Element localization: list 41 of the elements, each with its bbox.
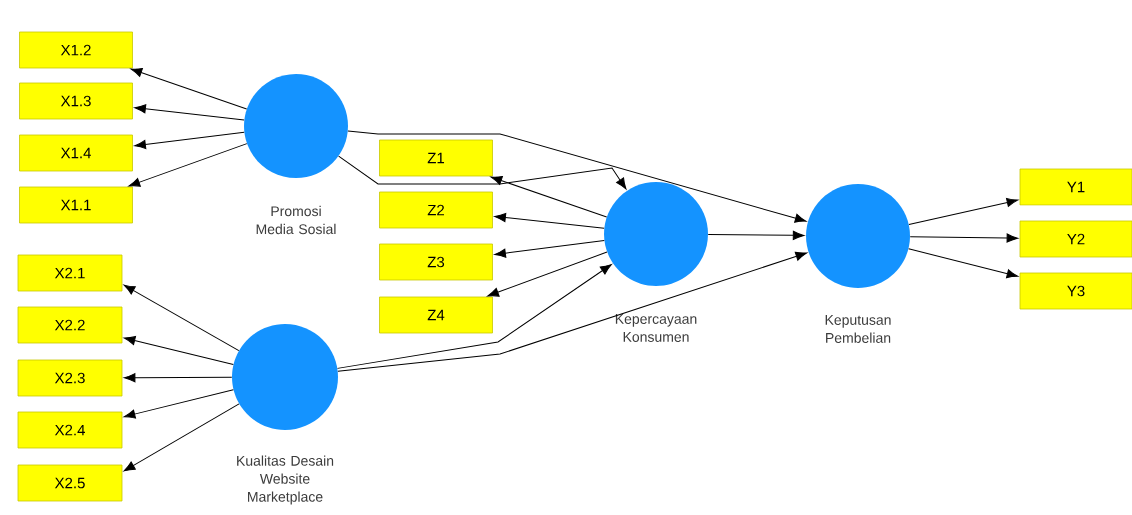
construct-label: Keputusan Pembelian	[825, 315, 891, 343]
indicator-box: X2.1	[17, 254, 123, 292]
arrow	[908, 248, 1019, 279]
indicator-box: X2.5	[17, 464, 123, 502]
indicator-box: Z4	[379, 296, 493, 334]
arrow	[487, 251, 608, 297]
indicator-box: Y3	[1019, 272, 1132, 310]
indicator-box: Y2	[1019, 220, 1132, 258]
arrow	[123, 336, 234, 365]
arrow	[337, 251, 807, 372]
arrow	[494, 240, 605, 258]
arrow	[123, 284, 240, 352]
arrow	[123, 373, 233, 383]
indicator-box: X1.1	[19, 186, 133, 224]
arrow	[494, 212, 605, 229]
indicator-box: Z1	[379, 139, 493, 177]
arrow	[909, 233, 1019, 243]
arrow	[130, 68, 248, 110]
arrow	[123, 389, 234, 419]
arrow	[128, 143, 248, 187]
arrow	[908, 197, 1019, 226]
indicator-box: Z3	[379, 243, 493, 281]
indicator-box: X1.4	[19, 134, 133, 172]
indicator-box: X2.3	[17, 359, 123, 397]
construct-label: Kepercayaan Konsumen	[615, 314, 697, 342]
arrow	[338, 155, 627, 190]
arrow	[347, 130, 807, 223]
indicator-box: X2.2	[17, 306, 123, 344]
indicator-box: X1.2	[19, 31, 133, 69]
arrow	[337, 264, 612, 369]
arrow	[134, 131, 245, 150]
indicator-box: Y1	[1019, 168, 1132, 206]
construct-label: Kualitas Desain Website Marketplace	[237, 455, 334, 505]
arrow	[134, 104, 245, 121]
arrow	[123, 403, 240, 472]
indicator-box: X1.3	[19, 82, 133, 120]
indicator-box: Z2	[379, 191, 493, 229]
indicator-box: X2.4	[17, 411, 123, 449]
arrow	[490, 176, 608, 218]
construct-label: Promosi Media Sosial	[256, 205, 336, 235]
arrow	[707, 230, 805, 240]
